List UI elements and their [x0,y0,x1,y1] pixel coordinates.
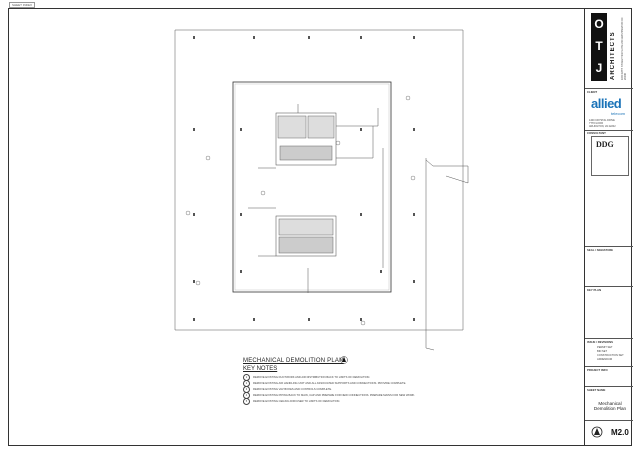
client-logo-sub: telecom [611,111,626,116]
seal-label: SEAL / SIGNATURE [587,248,614,252]
project-info-label: PROJECT INFO [587,368,608,372]
project-address-2: 7TH FLOOR [589,122,604,125]
sheet-title: Mechanical Demolition Plan [593,401,627,411]
key-notes-title: KEY NOTES [243,366,278,372]
revision-2: BID SET [597,350,608,353]
project-address-3: ARLINGTON, VA 22202 [589,125,616,128]
sheet-number: M2.0 [611,428,629,437]
consultant-logo-box: DDG [591,136,629,176]
key-plan-label: KEY PLAN [587,288,602,292]
title-block: O T J ARCHITECTS 1150 18TH STREET NW SUI… [584,8,633,446]
revision-4: ADDENDUM [597,358,612,361]
firm-address: 1150 18TH STREET NW SUITE 200 WASHINGTON… [621,17,627,80]
otj-logo: O T J [591,13,607,81]
ddg-logo: DDG [596,140,614,149]
floor-plan-drawing [174,29,469,364]
sheet-index-tab: SHEET INDEX [9,2,35,8]
drawing-title: MECHANICAL DEMOLITION PLAN [243,358,344,364]
consultant-label: CONSULTANT [587,131,606,135]
drawing-sheet-border [8,8,632,446]
revision-3: CONSTRUCTION SET [597,354,624,357]
stamp-icon [591,426,603,438]
firm-name: ARCHITECTS [610,31,616,80]
revision-1: PERMIT SET [597,346,613,349]
client-logo: allied [591,96,622,111]
sheet-title-label: SHEET NAME [587,388,606,392]
project-address-1: 1400 CRYSTAL DRIVE [589,119,615,122]
revisions-label: ISSUE / REVISIONS [587,340,613,344]
client-label: CLIENT [587,90,598,94]
